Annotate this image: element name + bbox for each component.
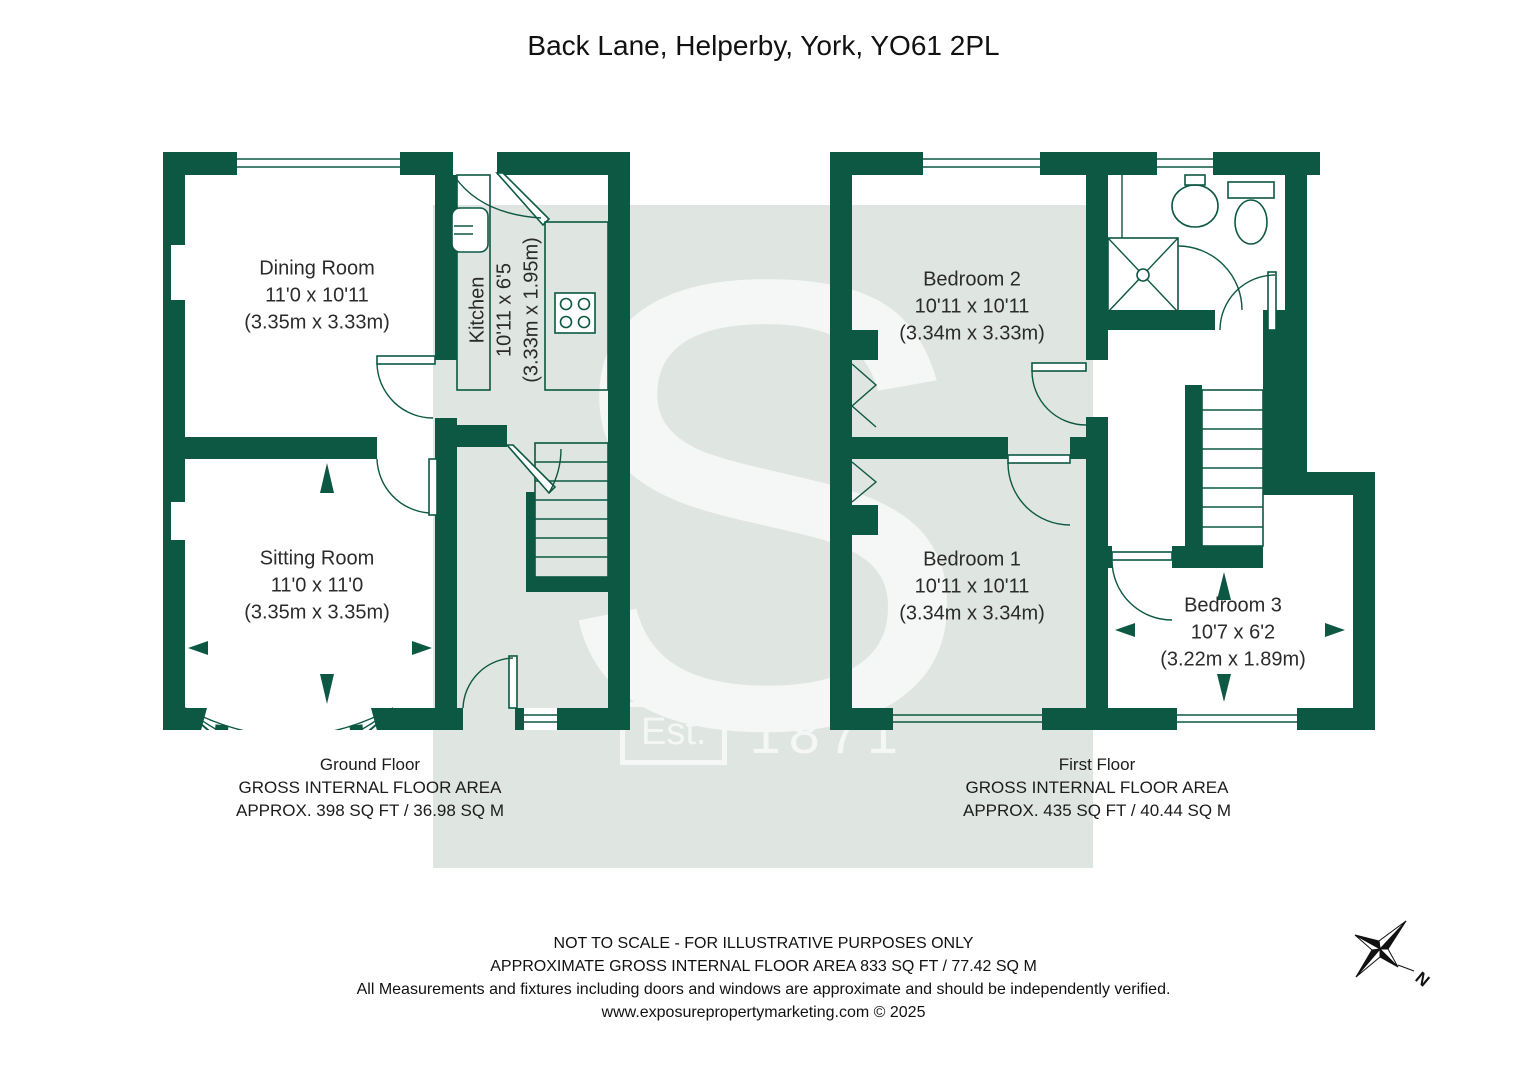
wardrobe-doors: [850, 363, 878, 503]
room-name: Bedroom 1: [923, 548, 1021, 571]
room-label-bedroom3: Bedroom 3 10'7 x 6'2 (3.22m x 1.89m): [1160, 593, 1306, 674]
shower: [1107, 175, 1243, 313]
disclaimer-line-2: APPROXIMATE GROSS INTERNAL FLOOR AREA 83…: [490, 958, 1037, 975]
room-size-metric: (3.35m x 3.33m): [244, 311, 390, 334]
first-floor-plan: [830, 152, 1375, 730]
room-label-kitchen: Kitchen 10'11 x 6'5 (3.33m x 1.95m): [465, 237, 546, 383]
sitting-dimension-arrows: [188, 463, 432, 704]
bedroom2-door: [1031, 362, 1087, 426]
floor-name: Ground Floor: [319, 755, 421, 774]
first-floor-footer: First Floor GROSS INTERNAL FLOOR AREA AP…: [917, 753, 1277, 822]
room-name: Dining Room: [259, 257, 375, 280]
room-size-imperial: 11'0 x 10'11: [265, 284, 369, 307]
dining-door: [376, 355, 436, 419]
kitchen-hob: [554, 292, 596, 334]
room-name: Sitting Room: [259, 547, 375, 570]
bedroom3-door: [1111, 551, 1173, 621]
floor-name: First Floor: [1058, 755, 1136, 774]
floor-area-label: GROSS INTERNAL FLOOR AREA: [965, 778, 1229, 797]
disclaimer: NOT TO SCALE - FOR ILLUSTRATIVE PURPOSES…: [0, 932, 1527, 1024]
room-name: Bedroom 3: [1184, 594, 1282, 617]
floor-area-label: GROSS INTERNAL FLOOR AREA: [238, 778, 502, 797]
room-size-metric: (3.34m x 3.33m): [899, 322, 1045, 345]
room-label-sitting: Sitting Room 11'0 x 11'0 (3.35m x 3.35m): [244, 546, 390, 627]
floor-area-value: APPROX. 398 SQ FT / 36.98 SQ M: [235, 801, 504, 820]
room-size-metric: (3.22m x 1.89m): [1160, 648, 1306, 671]
bathroom-door: [1219, 271, 1277, 331]
first-stairs: [1201, 389, 1264, 547]
ground-stairs: [534, 442, 609, 578]
room-name: Kitchen: [466, 276, 489, 344]
front-door: [462, 655, 518, 709]
room-size-metric: (3.33m x 1.95m): [520, 237, 543, 383]
bathroom-sink: [1171, 174, 1219, 228]
room-size-imperial: 10'7 x 6'2: [1190, 621, 1276, 644]
ground-floor-plan: [163, 152, 630, 730]
room-size-imperial: 10'11 x 10'11: [914, 295, 1030, 318]
room-size-imperial: 10'11 x 10'11: [914, 575, 1030, 598]
kitchen-sink: [451, 207, 489, 253]
disclaimer-line-1: NOT TO SCALE - FOR ILLUSTRATIVE PURPOSES…: [553, 935, 974, 952]
watermark-est-label: Est.: [619, 702, 728, 765]
room-size-imperial: 10'11 x 6'5: [493, 262, 516, 358]
ground-floor-footer: Ground Floor GROSS INTERNAL FLOOR AREA A…: [190, 753, 550, 822]
room-size-imperial: 11'0 x 11'0: [270, 574, 364, 597]
bay-window: [184, 707, 394, 730]
hall-kitchen-door: [505, 444, 562, 495]
sitting-door: [376, 458, 438, 516]
first-walls: [830, 152, 1375, 730]
room-label-bedroom2: Bedroom 2 10'11 x 10'11 (3.34m x 3.33m): [899, 267, 1045, 348]
first-windows: [893, 158, 1297, 723]
compass-north-label: N: [1412, 968, 1434, 990]
room-label-bedroom1: Bedroom 1 10'11 x 10'11 (3.34m x 3.34m): [899, 547, 1045, 628]
disclaimer-line-4: www.exposurepropertymarketing.com © 2025: [601, 1004, 926, 1021]
bedroom3-dimension-arrows: [1115, 572, 1345, 702]
room-size-metric: (3.35m x 3.35m): [244, 601, 390, 624]
bedroom1-door: [1007, 454, 1071, 526]
compass-icon: N: [1354, 920, 1434, 991]
disclaimer-line-3: All Measurements and fixtures including …: [356, 981, 1171, 998]
page-title: Back Lane, Helperby, York, YO61 2PL: [527, 30, 1000, 61]
kitchen-counter: [456, 174, 609, 391]
floor-area-value: APPROX. 435 SQ FT / 40.44 SQ M: [962, 801, 1231, 820]
room-name: Bedroom 2: [923, 268, 1021, 291]
room-size-metric: (3.34m x 3.34m): [899, 602, 1045, 625]
ground-walls: [163, 152, 630, 730]
ground-windows: [237, 152, 557, 730]
toilet: [1227, 181, 1275, 245]
room-label-dining: Dining Room 11'0 x 10'11 (3.35m x 3.33m): [244, 256, 390, 337]
